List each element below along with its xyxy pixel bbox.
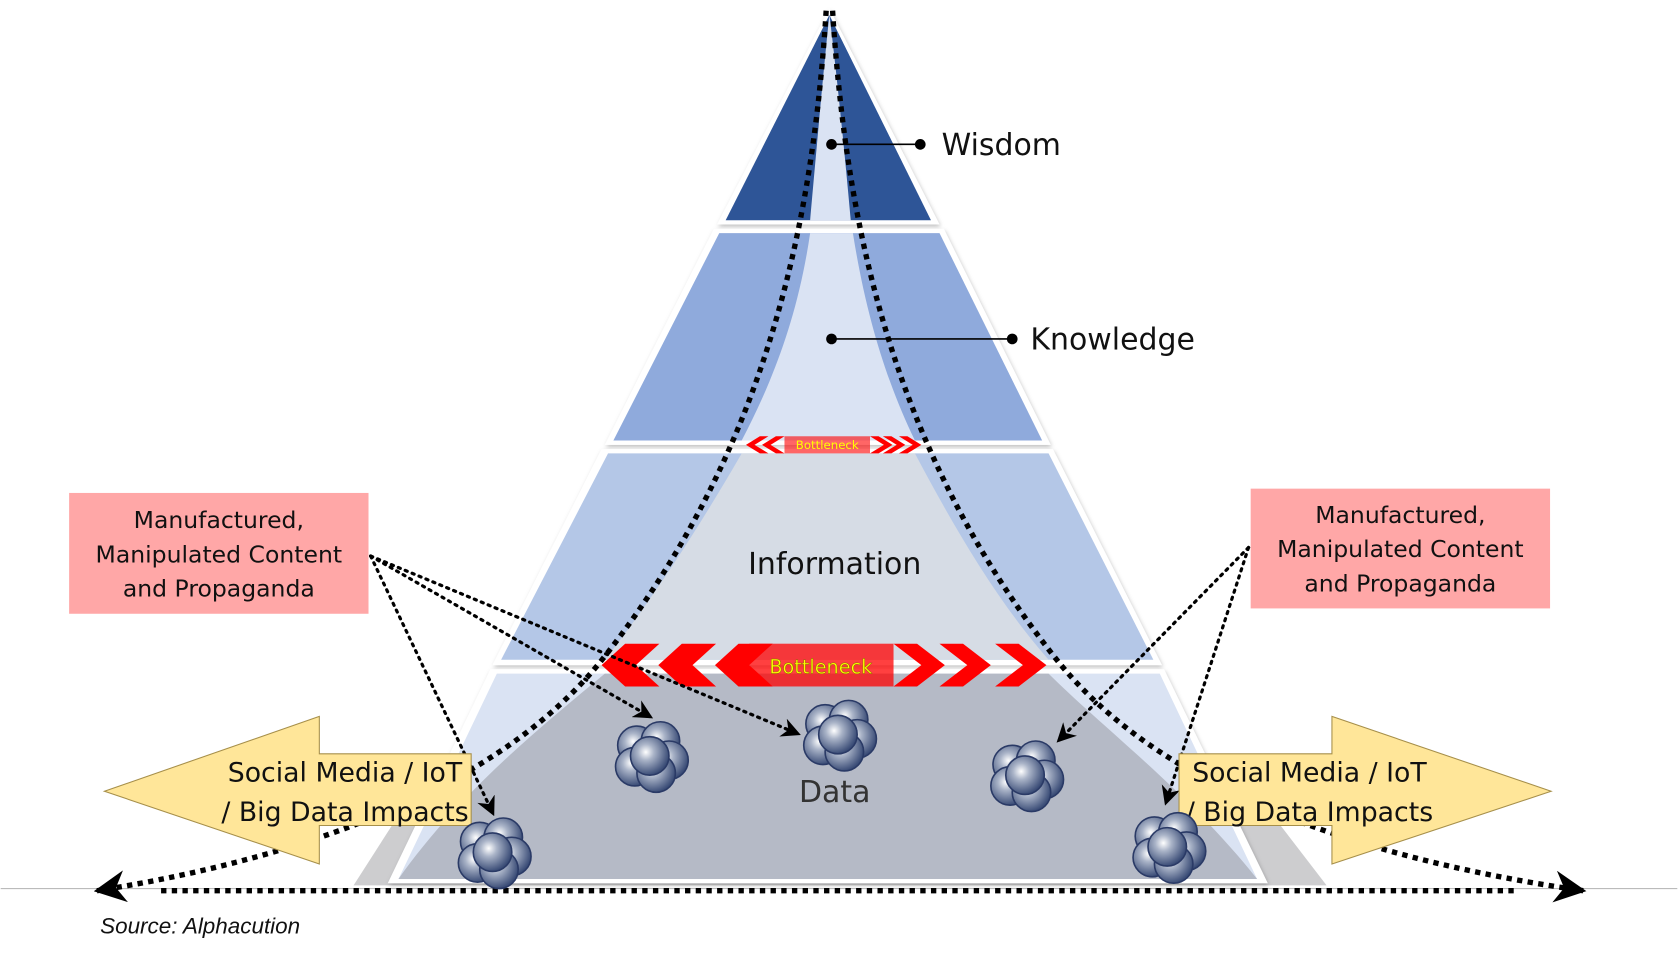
knowledge-dot-outer bbox=[1006, 333, 1018, 345]
knowledge-dot-inner bbox=[826, 333, 837, 345]
svg-text:/ Big Data Impacts: / Big Data Impacts bbox=[221, 797, 468, 828]
data-cluster-icon bbox=[802, 699, 878, 772]
funnel-curve-right bbox=[829, 10, 1587, 903]
callout-pointers bbox=[369, 545, 1251, 817]
wisdom-label: Wisdom bbox=[942, 128, 1061, 163]
svg-text:and Propaganda: and Propaganda bbox=[1304, 569, 1496, 597]
funnel-information bbox=[604, 453, 1049, 660]
impact-arrow-left: Social Media / IoT / Big Data Impacts bbox=[102, 715, 472, 865]
funnel-data bbox=[398, 673, 1258, 879]
bottleneck-chevron-left bbox=[658, 643, 717, 687]
information-label: Information bbox=[748, 547, 921, 582]
pointer-left-3 bbox=[369, 554, 495, 817]
bottleneck-center bbox=[749, 643, 894, 687]
funnel-wisdom bbox=[810, 14, 851, 221]
wisdom-dot-outer bbox=[914, 139, 926, 150]
pointer-right-1 bbox=[1056, 545, 1251, 743]
bottleneck-chevron-right bbox=[893, 643, 945, 687]
bottleneck-large bbox=[601, 643, 1047, 687]
data-label: Data bbox=[799, 775, 870, 810]
bottleneck-chevron-right bbox=[995, 643, 1047, 687]
data-clusters bbox=[457, 699, 1207, 890]
bottleneck-small: Bottleneck bbox=[745, 436, 922, 454]
bottleneck-chevron-right bbox=[939, 643, 991, 687]
svg-text:Manipulated Content: Manipulated Content bbox=[96, 540, 343, 568]
wisdom-dot-inner bbox=[826, 139, 837, 150]
svg-text:Manufactured,: Manufactured, bbox=[134, 506, 304, 534]
source-caption: Source: Alphacution bbox=[100, 913, 300, 938]
pointer-right-2 bbox=[1161, 545, 1251, 806]
pointer-left-2 bbox=[369, 554, 801, 737]
callout-left: Manufactured, Manipulated Content and Pr… bbox=[69, 492, 369, 614]
data-cluster-icon bbox=[990, 740, 1065, 813]
svg-text:and Propaganda: and Propaganda bbox=[123, 575, 315, 603]
knowledge-label: Knowledge bbox=[1030, 323, 1194, 358]
data-cluster-icon bbox=[457, 817, 532, 890]
data-cluster-icon bbox=[614, 720, 690, 794]
bottleneck-small-label: Bottleneck bbox=[796, 438, 859, 452]
svg-text:/ Big Data Impacts: / Big Data Impacts bbox=[1186, 797, 1433, 828]
pointer-left-1 bbox=[369, 554, 654, 719]
svg-text:Social Media / IoT: Social Media / IoT bbox=[228, 758, 463, 789]
svg-text:Manufactured,: Manufactured, bbox=[1315, 501, 1485, 529]
svg-text:Manipulated Content: Manipulated Content bbox=[1277, 535, 1524, 563]
impact-arrow-right: Social Media / IoT / Big Data Impacts bbox=[1178, 715, 1553, 865]
funnel-curve-left bbox=[93, 10, 829, 903]
bottleneck-chevron-left bbox=[601, 643, 660, 687]
bottleneck-large-label: Bottleneck bbox=[769, 656, 873, 679]
data-cluster-icon bbox=[1132, 811, 1207, 885]
svg-text:Social Media / IoT: Social Media / IoT bbox=[1192, 758, 1427, 789]
callout-right: Manufactured, Manipulated Content and Pr… bbox=[1250, 488, 1551, 609]
